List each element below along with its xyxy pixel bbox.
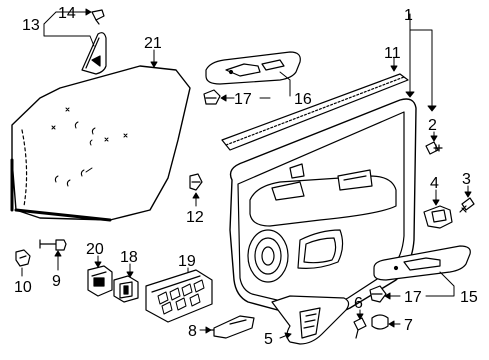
- callout-15: 15: [460, 289, 478, 306]
- callout-18: 18: [120, 249, 138, 266]
- callout-21: 21: [144, 35, 162, 52]
- callout-14: 14: [58, 5, 76, 22]
- part-switch-20: [87, 265, 113, 297]
- callout-13: 13: [22, 17, 40, 34]
- part-window-switch-19: [145, 269, 213, 323]
- callout-10: 10: [14, 279, 32, 296]
- leader-lines: [21, 8, 472, 339]
- callout-2: 2: [428, 117, 437, 134]
- callout-7: 7: [404, 317, 413, 334]
- callout-11: 11: [384, 45, 401, 62]
- callout-4: 4: [430, 175, 439, 192]
- callout-labels: 1 2 3 4 5 6 7 8 9 10 11 12 13 14 15 16 1…: [14, 5, 478, 348]
- part-clip-12: [189, 173, 203, 191]
- callout-9: 9: [52, 273, 61, 290]
- part-lock-switch-18: [113, 275, 139, 303]
- callout-17-upper: 17: [234, 91, 252, 108]
- part-screw-2: [425, 141, 443, 155]
- callout-6: 6: [354, 295, 363, 312]
- part-clip-14: [91, 9, 105, 25]
- part-mirror-cover: [81, 32, 107, 75]
- part-weatherstrip-11: [221, 73, 409, 151]
- part-courtesy-lamp: [423, 205, 453, 229]
- part-door-trim-panel: [229, 98, 417, 318]
- callout-3: 3: [462, 171, 471, 188]
- part-screw-3: [459, 197, 475, 213]
- callout-12: 12: [186, 209, 204, 226]
- part-watershield: [10, 65, 191, 222]
- callout-16: 16: [294, 91, 312, 108]
- part-switch-bezel-15: [373, 245, 471, 281]
- callout-17-lower: 17: [404, 289, 422, 306]
- callout-1: 1: [404, 7, 413, 24]
- part-screw-6: [353, 317, 367, 339]
- callout-19: 19: [178, 253, 196, 270]
- part-screw-9: [39, 239, 67, 251]
- callout-20: 20: [86, 241, 104, 258]
- part-clip-17-upper: [203, 89, 221, 105]
- callout-8: 8: [188, 323, 197, 340]
- part-switch-bezel-16: [205, 51, 301, 85]
- part-clip-17-lower: [369, 285, 387, 303]
- callout-5: 5: [264, 331, 273, 348]
- part-cap-7: [371, 314, 389, 330]
- part-nut-10: [15, 249, 31, 267]
- part-handle-lever-8: [207, 315, 255, 339]
